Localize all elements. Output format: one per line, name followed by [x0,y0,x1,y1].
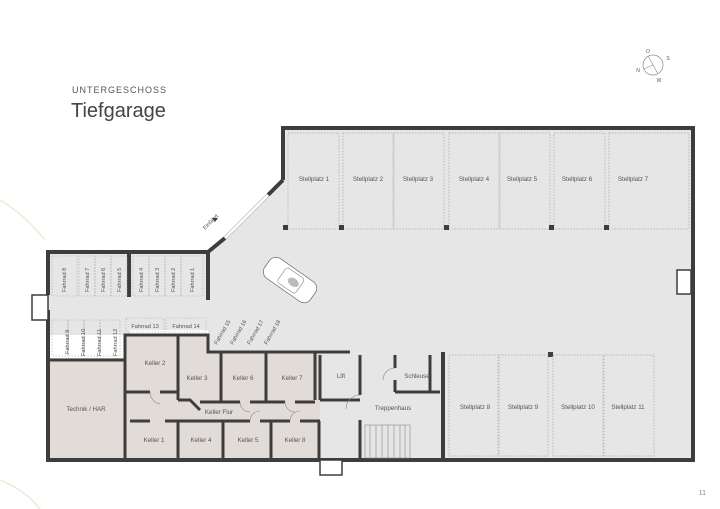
stairs-icon [364,424,411,459]
stair-core [320,352,443,458]
fahrrad-13: Fahrrad 13 [131,324,158,330]
compass-icon: O S N W [636,49,670,84]
fahrrad-10: Fahrrad 10 [81,329,87,356]
fahrrad-5: Fahrrad 5 [117,268,123,292]
vent-shaft-south [319,459,343,476]
fahrrad-11: Fahrrad 11 [97,329,103,356]
page-number: 11 [698,490,706,497]
fahrrad-6: Fahrrad 6 [101,268,107,292]
parking-bays-top [287,132,690,230]
entrance-opening-inner [224,194,269,239]
fahrrad-12: Fahrrad 12 [113,329,119,356]
door-swings [149,367,396,422]
parking-bays-bottom [448,354,655,457]
room-keller-3: Keller 3 [187,375,209,382]
fahrrad-8: Fahrrad 8 [62,268,68,292]
stellplatz-9: Stellplatz 9 [508,404,539,411]
fahrrad-2: Fahrrad 2 [171,268,177,292]
fahrrad-9: Fahrrad 9 [65,330,71,354]
room-technik: Technik / HAR [66,406,106,413]
stellplatz-5: Stellplatz 5 [507,176,538,183]
room-keller-flur: Keller Flur [205,409,233,416]
stellplatz-4: Stellplatz 4 [459,176,490,183]
fahrrad-4: Fahrrad 4 [139,268,145,292]
cellar-area-top [125,335,208,360]
room-keller-8: Keller 8 [285,437,307,444]
bike-bays-top [51,255,207,357]
entrance-label: Einfahrt [202,213,220,231]
entrance-arrow-icon [212,218,218,222]
stellplatz-11: Stellplatz 11 [611,404,645,411]
parking-labels-top: Stellplatz 1 Stellplatz 2 Stellplatz 3 S… [299,176,649,183]
room-keller-4: Keller 4 [191,437,213,444]
stellplatz-10: Stellplatz 10 [561,404,595,411]
room-schleuse: Schleuse [404,373,430,380]
decorative-curve [0,479,41,509]
car-icon [262,256,318,304]
stellplatz-7: Stellplatz 7 [618,176,649,183]
columns-top [283,225,609,357]
stellplatz-8: Stellplatz 8 [460,404,491,411]
fahrrad-14: Fahrrad 14 [172,324,199,330]
room-keller-1: Keller 1 [144,437,166,444]
room-treppenhaus: Treppenhaus [375,405,411,412]
room-keller-6: Keller 6 [233,375,255,382]
floor-subtitle: UNTERGESCHOSS [72,85,168,95]
room-keller-5: Keller 5 [238,437,260,444]
stellplatz-6: Stellplatz 6 [562,176,593,183]
fahrrad-3: Fahrrad 3 [155,268,161,292]
cellar-area-strip [208,352,353,360]
compass-label-w: W [657,78,662,84]
compass-label-s: S [666,56,670,62]
bike-labels-top: Fahrrad 8 Fahrrad 7 Fahrrad 6 Fahrrad 5 … [62,268,200,356]
cellar-walls [48,333,440,458]
compass-label-o: O [646,49,650,55]
room-keller-7: Keller 7 [282,375,304,382]
fahrrad-1: Fahrrad 1 [190,268,196,292]
vent-shaft-west [31,294,49,321]
stellplatz-2: Stellplatz 2 [353,176,384,183]
fahrrad-7: Fahrrad 7 [85,268,91,292]
vent-shaft-east [676,269,692,295]
room-lift: Lift [337,373,346,380]
room-labels: Technik / HAR Keller 2 Keller 3 Keller 6… [66,360,430,444]
page-title: Tiefgarage [71,100,166,122]
room-keller-2: Keller 2 [145,360,167,367]
decorative-curve [0,199,46,241]
parking-labels-bottom: Stellplatz 8 Stellplatz 9 Stellplatz 10 … [460,404,645,411]
garage-floor [48,130,693,460]
stellplatz-3: Stellplatz 3 [403,176,434,183]
stellplatz-1: Stellplatz 1 [299,176,330,183]
compass-label-n: N [636,68,640,74]
